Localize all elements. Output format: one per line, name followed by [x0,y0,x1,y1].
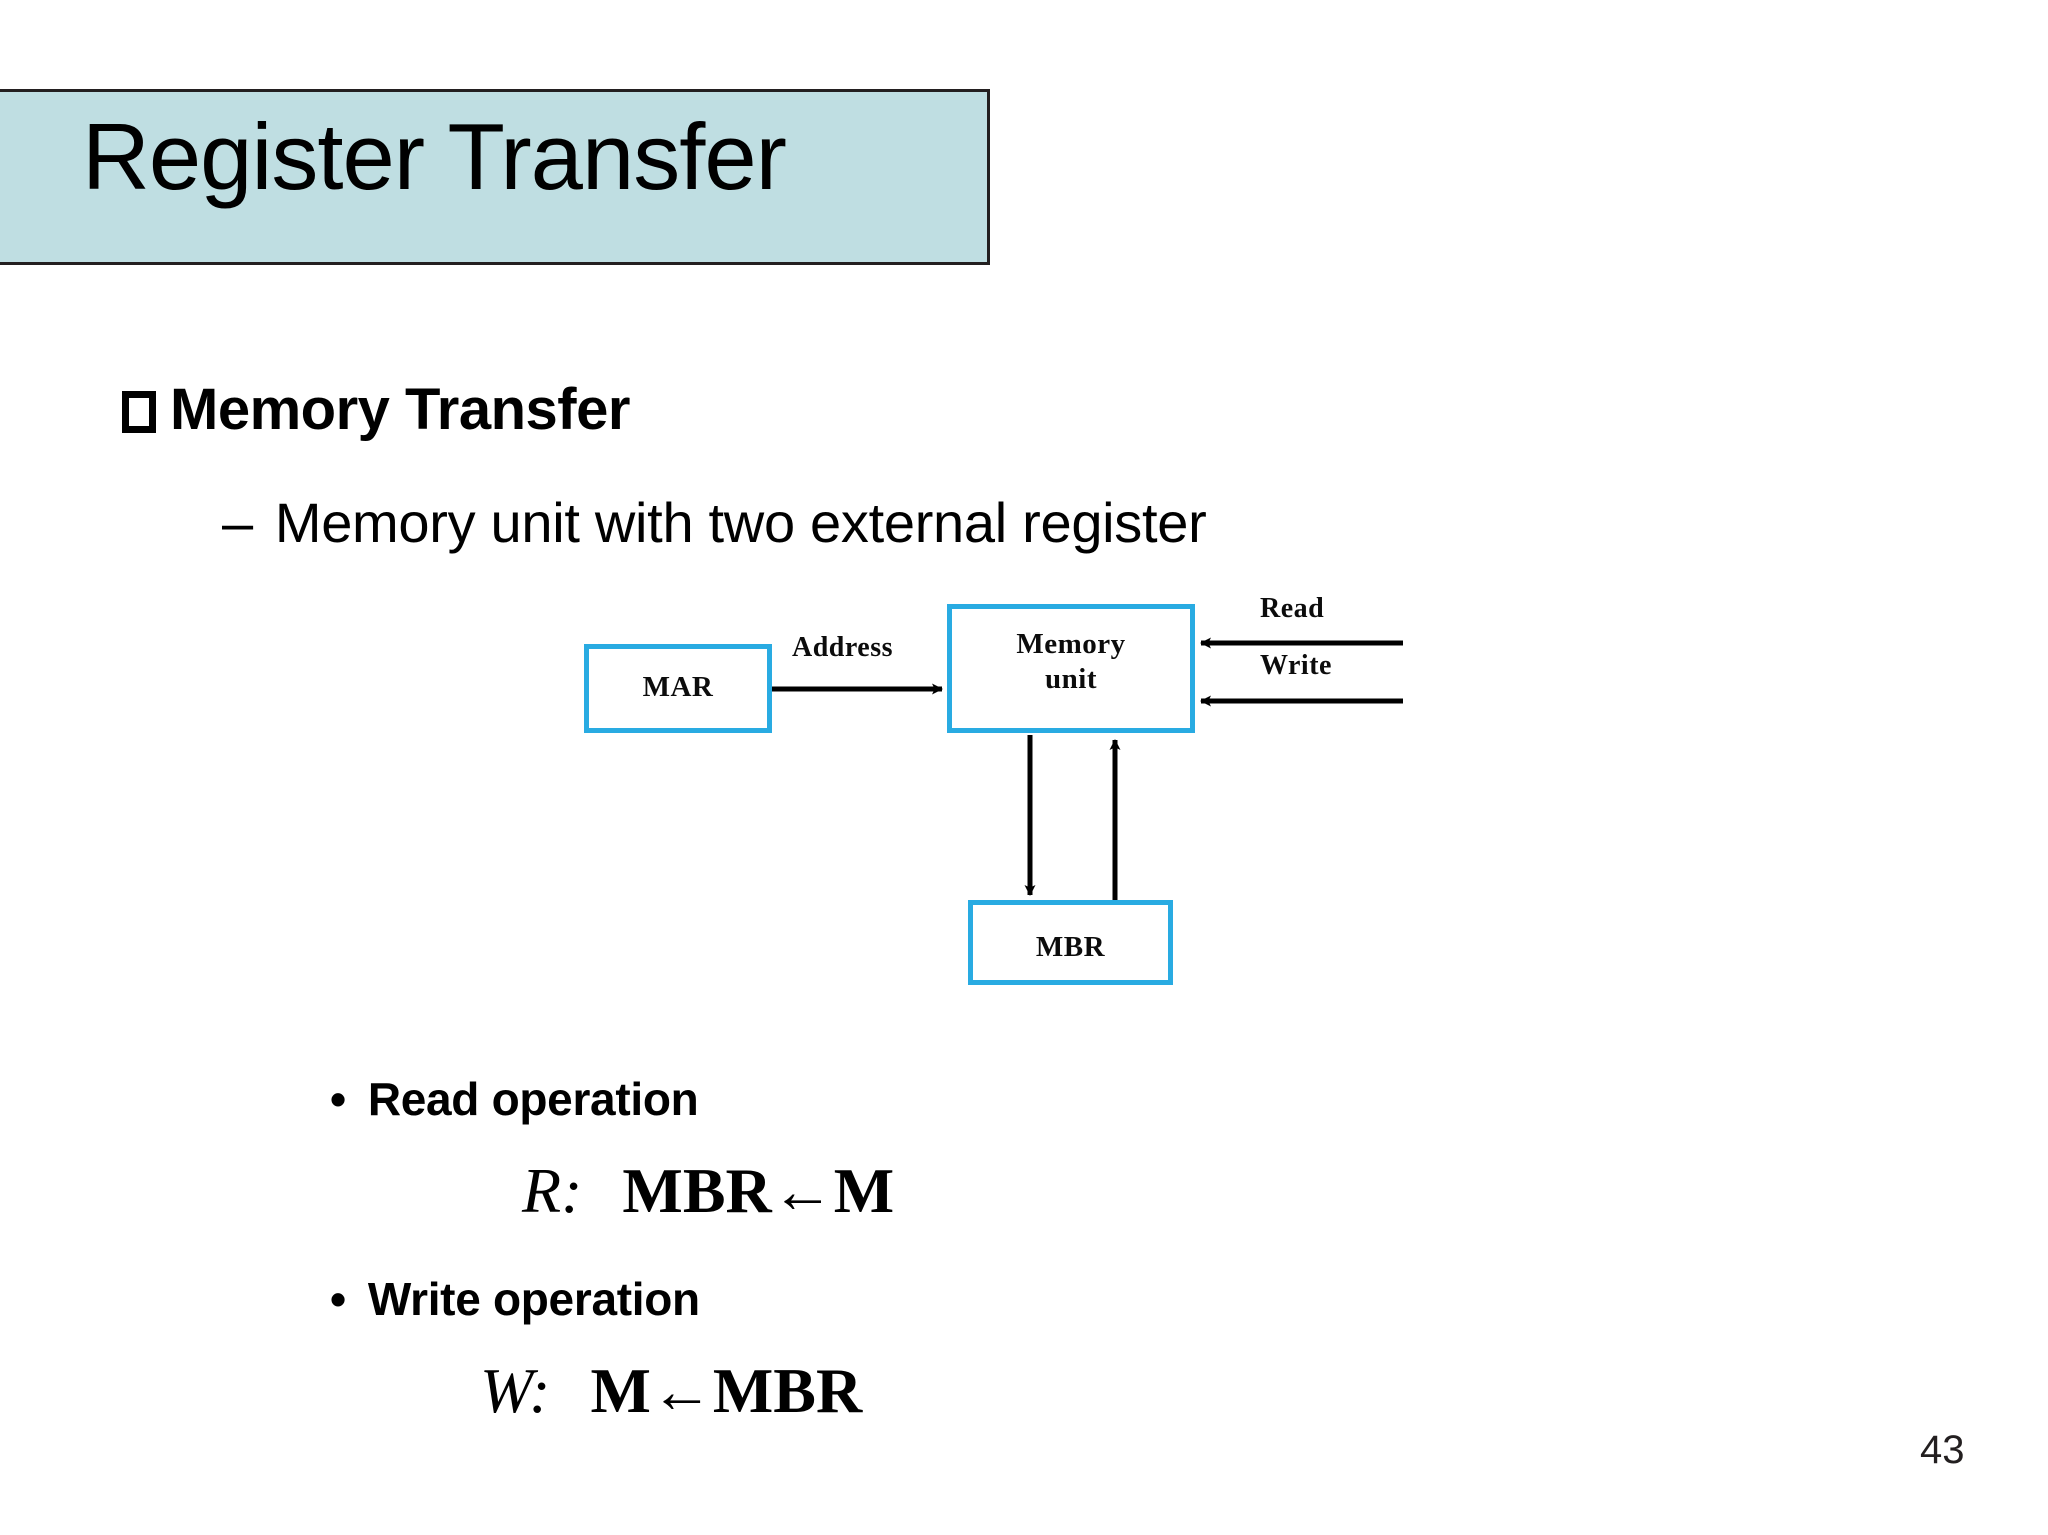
write-colon: : [529,1355,551,1426]
diagram-label-read: Read [1260,593,1325,624]
memory-transfer-diagram: MAR Memory unit MBR Address Read Write [560,590,1480,1010]
write-operation-formula: W: M←MBR [480,1354,862,1428]
write-src: MBR [712,1355,863,1426]
round-bullet-icon: • [330,1073,346,1125]
bullet-write-operation: • Write operation [330,1272,700,1326]
title-banner [0,89,990,265]
write-dest: M [590,1355,651,1426]
bullet-level2-label: Memory unit with two external register [274,491,1207,554]
read-operation-formula: R: MBR←M [522,1154,894,1228]
round-bullet-icon: • [330,1273,346,1325]
read-operation-label: Read operation [367,1073,699,1125]
bullet-level1-label: Memory Transfer [170,377,630,442]
diagram-connectors [772,637,1403,902]
diagram-label-address: Address [792,632,894,663]
page-title: Register Transfer [82,104,787,209]
diagram-box-mbr: MBR [968,900,1173,985]
page-number: 43 [1920,1428,1965,1472]
dash-bullet-icon: – [222,491,253,554]
read-signal: R [522,1155,562,1226]
read-src: M [833,1155,895,1226]
read-arrow: ← [771,1158,834,1226]
diagram-box-memory-unit-label: Memory unit [952,627,1190,698]
write-operation-label: Write operation [367,1273,700,1325]
square-bullet-icon [122,391,156,433]
memory-unit-line2: unit [1045,663,1097,696]
write-arrow: ← [650,1358,713,1426]
read-colon: : [561,1155,583,1226]
read-dest: MBR [622,1155,772,1226]
bullet-memory-transfer: Memory Transfer [122,376,630,443]
diagram-box-memory-unit: Memory unit [947,604,1195,733]
write-signal: W [480,1355,530,1426]
bullet-read-operation: • Read operation [330,1072,699,1126]
diagram-box-mar: MAR [584,644,772,733]
diagram-label-write: Write [1260,650,1332,681]
memory-unit-line1: Memory [1016,628,1126,660]
diagram-box-mbr-label: MBR [1035,931,1106,963]
bullet-memory-unit: –Memory unit with two external register [222,490,1207,555]
diagram-box-mar-label: MAR [642,671,714,703]
